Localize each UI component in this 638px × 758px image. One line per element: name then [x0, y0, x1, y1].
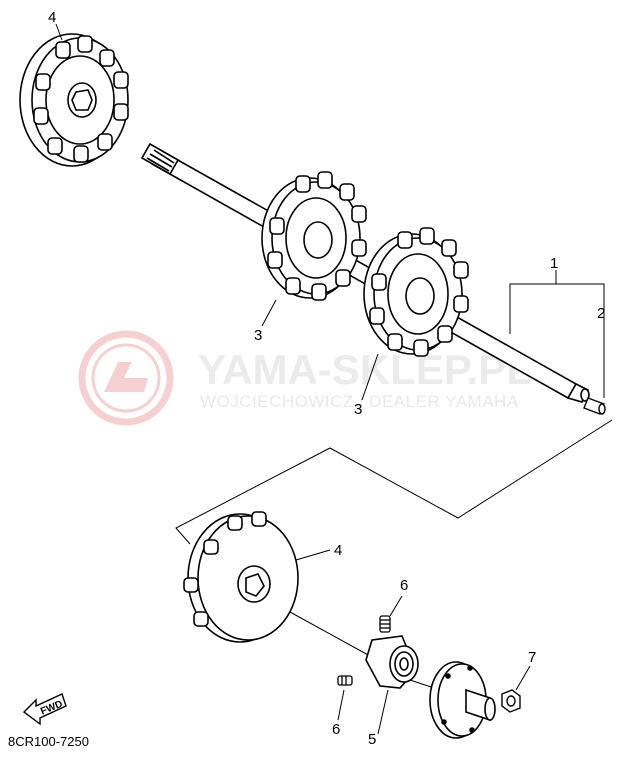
callout-5: 5	[368, 731, 376, 748]
leader-5	[377, 689, 389, 735]
nut-7	[501, 689, 521, 713]
leader-4-top	[55, 23, 63, 41]
callout-6-top: 6	[400, 577, 408, 594]
sprocket-4-top	[19, 33, 129, 167]
leader-3a	[261, 299, 277, 327]
sprocket-3-a	[261, 171, 367, 301]
drive-shaft	[140, 142, 590, 403]
set-screw-6-top	[379, 615, 391, 633]
watermark: YAMA-SKLEP.PL WOJCIECHOWICZ | DEALER YAM…	[78, 330, 532, 426]
sprocket-3-b	[363, 227, 469, 357]
callout-3a: 3	[254, 327, 262, 344]
leader-3b	[361, 353, 379, 401]
wheel-4-bottom	[183, 511, 299, 643]
callout-6-bottom: 6	[332, 721, 340, 738]
callout-bracket-1-2	[509, 270, 605, 398]
group-separator-lines	[175, 419, 613, 545]
callout-1: 1	[550, 255, 558, 272]
leader-6-bottom	[337, 689, 345, 721]
callout-4-bottom: 4	[334, 542, 342, 559]
flange-hub	[429, 661, 496, 739]
diagram-code: 8CR100-7250	[8, 734, 89, 749]
callout-3b: 3	[354, 401, 362, 418]
watermark-logo	[78, 330, 174, 426]
callout-4-top: 4	[48, 9, 56, 26]
assembly-line-a	[289, 611, 371, 657]
fwd-label: FWD	[39, 699, 64, 718]
leader-4-bottom	[295, 549, 331, 561]
bearing-housing-5	[365, 635, 419, 689]
watermark-subtitle: WOJCIECHOWICZ | DEALER YAMAHA	[200, 392, 519, 411]
watermark-title: YAMA-SKLEP.PL	[198, 346, 532, 393]
set-screw-6-bottom	[337, 675, 353, 686]
plug-2	[583, 397, 606, 415]
callout-7: 7	[528, 649, 536, 666]
leader-7	[515, 665, 531, 691]
callout-2: 2	[597, 305, 605, 322]
fwd-arrow-icon: FWD	[22, 693, 67, 726]
leader-6-top	[389, 595, 403, 617]
